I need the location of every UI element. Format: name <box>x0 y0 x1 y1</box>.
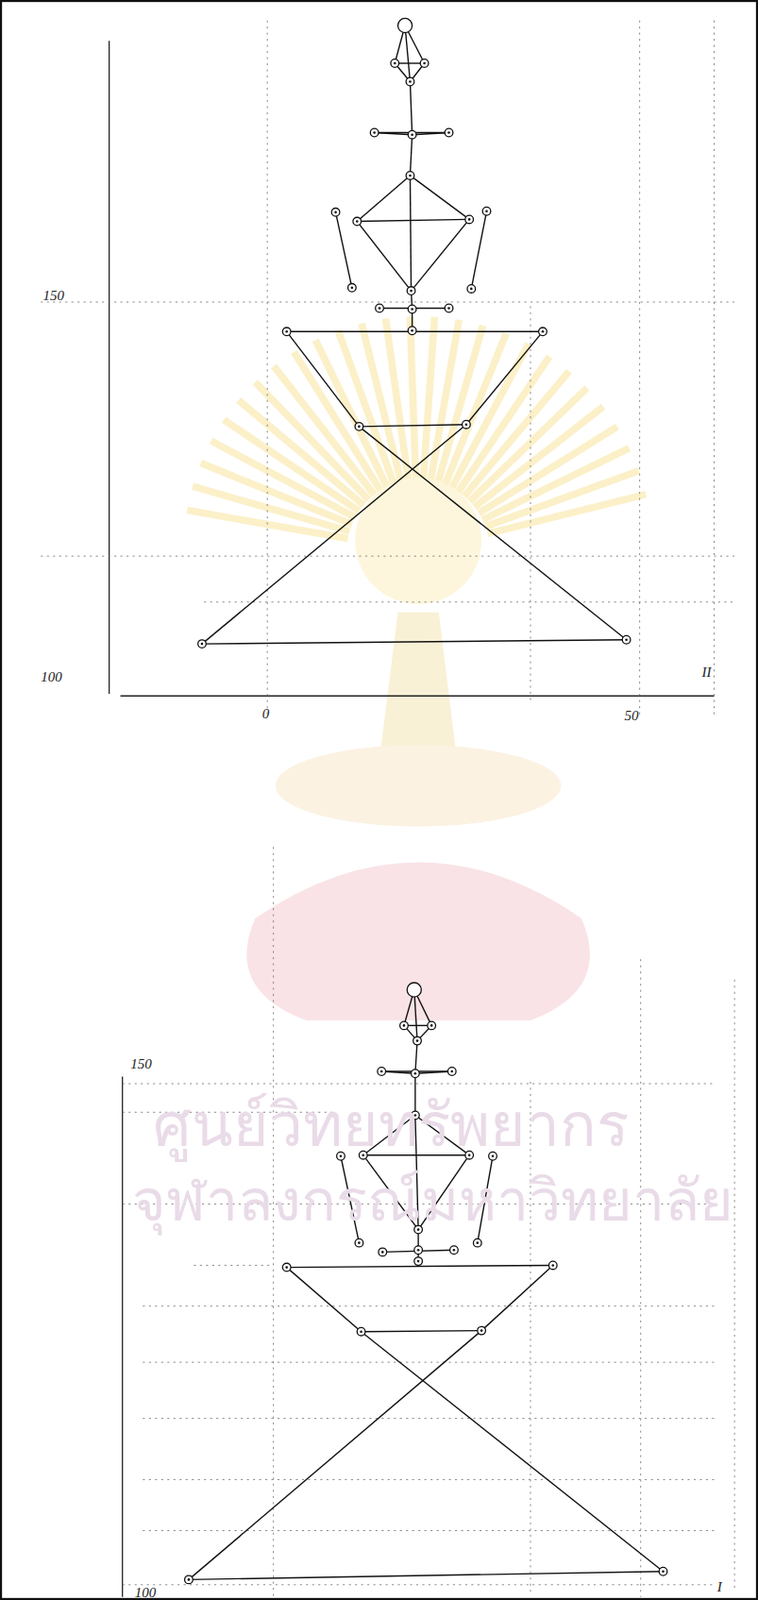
watermark-text: จุฬาลงกรณ์มหาวิทยาลัย <box>132 1168 734 1232</box>
stick-figure <box>198 17 631 648</box>
axis-value: 100 <box>40 670 63 685</box>
axis-value: 100 <box>134 1585 157 1600</box>
watermark-text: ศูนย์วิทยทรัพยากร <box>152 1092 629 1159</box>
axis-value: 150 <box>42 288 65 304</box>
watermark-emblem <box>186 316 646 1021</box>
panel-number: II <box>702 665 712 680</box>
axis-value: 50 <box>623 708 639 724</box>
axis-value: 150 <box>130 1057 152 1072</box>
stick-figure <box>185 982 668 1584</box>
panel-number: I <box>717 1580 723 1595</box>
axis-value: 0 <box>262 707 270 722</box>
